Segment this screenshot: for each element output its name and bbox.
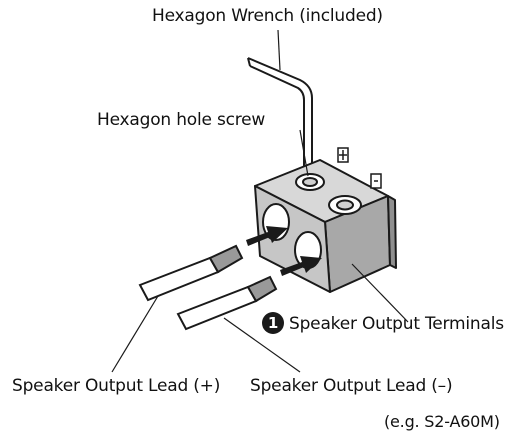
leader-lines — [111, 29, 409, 373]
terminals-label: Speaker Output Terminals — [289, 314, 504, 334]
wrench-label: Hexagon Wrench (included) — [152, 6, 383, 26]
lead-plus-label: Speaker Output Lead (+) — [12, 376, 221, 396]
minus-polarity-icon — [370, 173, 382, 189]
model-note: (e.g. S2-A60M) — [384, 412, 500, 431]
step-number-badge: 1 — [262, 312, 284, 334]
plus-polarity-icon — [337, 147, 349, 163]
screw-label: Hexagon hole screw — [97, 110, 266, 130]
insertion-arrow-icon — [246, 226, 322, 276]
hexagon-wrench-icon — [247, 57, 313, 170]
lead-minus-label: Speaker Output Lead (–) — [250, 376, 453, 396]
speaker-lead-icon — [138, 244, 278, 331]
